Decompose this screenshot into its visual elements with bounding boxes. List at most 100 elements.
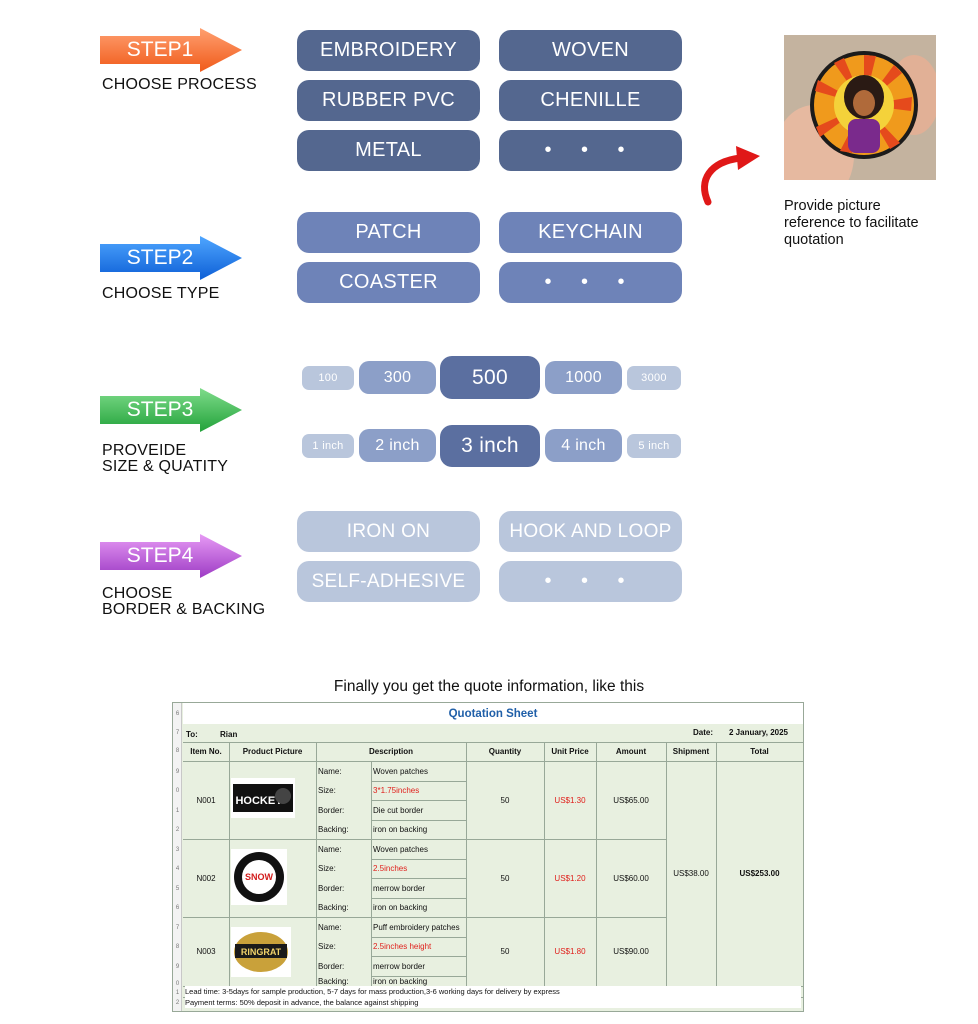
grid-line — [716, 742, 717, 986]
row-number: 0 — [175, 788, 180, 794]
type-option-keychain[interactable]: KEYCHAIN — [499, 212, 682, 253]
header-unit-price: Unit Price — [551, 747, 589, 756]
size-option-5-inch[interactable]: 5 inch — [627, 434, 681, 458]
row3-border-label: Border: — [318, 961, 345, 971]
row1-name-label: Name: — [318, 766, 342, 776]
sheet-title: Quotation Sheet — [448, 708, 538, 720]
grid-line — [371, 956, 466, 957]
header-item-no: Item No. — [190, 747, 222, 756]
row1-border-label: Border: — [318, 805, 345, 815]
process-option-embroidery[interactable]: EMBROIDERY — [297, 30, 480, 71]
step1-label: CHOOSE PROCESS — [102, 77, 257, 93]
quantity-option-3000[interactable]: 3000 — [627, 366, 681, 390]
quantity-option-1000[interactable]: 1000 — [545, 361, 622, 394]
process-option-metal[interactable]: METAL — [297, 130, 480, 171]
row3-item-no: N003 — [196, 947, 216, 956]
row1-border-value: Die cut border — [373, 805, 424, 815]
process-option-chenille[interactable]: CHENILLE — [499, 80, 682, 121]
quantity-option-300[interactable]: 300 — [359, 361, 436, 394]
step4-badge: STEP4 — [126, 544, 194, 567]
total-value: US$253.00 — [739, 869, 780, 878]
row2-quantity: 50 — [500, 873, 510, 883]
header-amount: Amount — [615, 747, 647, 756]
row3-amount: US$90.00 — [613, 947, 649, 956]
step4-label-line-1: CHOOSE — [102, 585, 173, 602]
row3-unit-price: US$1.80 — [554, 947, 586, 956]
type-option-coaster[interactable]: COASTER — [297, 262, 480, 303]
step3-label: PROVEIDE SIZE & QUATITY — [102, 443, 228, 475]
row3-patch-text: RINGRAT — [241, 947, 282, 957]
grid-line — [371, 781, 466, 782]
row3-backing-value: iron on backing — [373, 976, 428, 986]
row2-size-label: Size: — [318, 864, 336, 873]
row2-border-value: merrow border — [373, 883, 426, 893]
row1-patch-graphic: HOCKEY — [233, 784, 293, 812]
size-option-2-inch[interactable]: 2 inch — [359, 429, 436, 462]
quote-heading: Finally you get the quote information, l… — [333, 678, 645, 695]
step1-label-line: CHOOSE PROCESS — [102, 76, 257, 93]
grid-line — [371, 820, 466, 821]
process-option-more[interactable]: • • • — [499, 130, 682, 171]
date-label: Date: — [693, 727, 714, 737]
row2-patch-graphic: SNOW — [234, 852, 284, 902]
row3-name-label: Name: — [318, 922, 342, 932]
row1-size-label: Size: — [318, 786, 336, 795]
quantity-option-100[interactable]: 100 — [302, 366, 354, 390]
row3-quantity: 50 — [500, 947, 510, 956]
reference-caption-line-3: quotation — [784, 232, 844, 248]
row1-size-value: 3*1.75inches — [373, 786, 420, 795]
step4-arrow-shape — [100, 534, 242, 578]
grid-line — [371, 976, 466, 977]
row1-quantity: 50 — [500, 795, 510, 805]
shipment-value: US$38.00 — [673, 869, 709, 878]
grid-line — [544, 742, 545, 986]
row2-size-value: 2.5inches — [373, 864, 408, 873]
row-number: 5 — [175, 886, 180, 892]
grid-line — [371, 937, 466, 938]
type-option-more[interactable]: • • • — [499, 262, 682, 303]
row3-patch-image: RINGRAT — [231, 927, 291, 977]
row3-border-value: merrow border — [373, 961, 426, 971]
step2-badge: STEP2 — [126, 246, 194, 269]
row-number: 8 — [175, 748, 180, 754]
row-number: 6 — [175, 905, 180, 911]
row-number: 7 — [175, 925, 180, 931]
row-number: 9 — [175, 769, 180, 775]
size-option-4-inch[interactable]: 4 inch — [545, 429, 622, 462]
size-option-3-inch[interactable]: 3 inch — [440, 425, 540, 467]
row1-backing-value: iron on backing — [373, 825, 428, 834]
row1-patch-text: HOCKEY — [235, 795, 283, 807]
row2-item-no: N002 — [196, 873, 216, 883]
grid-line — [666, 742, 667, 986]
row1-item-no: N001 — [196, 795, 216, 805]
backing-option-iron-on[interactable]: IRON ON — [297, 511, 480, 552]
quantity-option-500[interactable]: 500 — [440, 356, 540, 399]
process-option-woven[interactable]: WOVEN — [499, 30, 682, 71]
grid-line — [183, 761, 803, 762]
reference-caption-line-2: reference to facilitate — [784, 215, 919, 231]
quotation-sheet: 6 7 8 9 0 1 2 3 4 5 6 7 8 9 0 1 2 Quotat… — [172, 702, 804, 1012]
step1-arrow-shape — [100, 28, 242, 72]
backing-option-hook-and-loop[interactable]: HOOK AND LOOP — [499, 511, 682, 552]
row3-size-value: 2.5inches height — [373, 942, 432, 951]
row3-size-label: Size: — [318, 942, 336, 951]
backing-option-more[interactable]: • • • — [499, 561, 682, 602]
grid-line — [466, 742, 467, 986]
row3-name-value: Puff embroidery patches — [373, 922, 460, 932]
step3-label-line-2: SIZE & QUATITY — [102, 458, 229, 475]
row2-amount: US$60.00 — [613, 873, 649, 883]
step2-arrow: STEP2 — [100, 236, 242, 280]
row-number: 0 — [175, 981, 180, 987]
size-option-1-inch[interactable]: 1 inch — [302, 434, 354, 458]
type-option-patch[interactable]: PATCH — [297, 212, 480, 253]
header-product-picture: Product Picture — [242, 747, 303, 756]
grid-line — [371, 898, 466, 899]
date-value: 2 January, 2025 — [729, 727, 789, 737]
payment-terms-note: Payment terms: 50% deposit in advance, t… — [185, 997, 801, 1008]
row-number: 3 — [175, 847, 180, 853]
process-option-rubber-pvc[interactable]: RUBBER PVC — [297, 80, 480, 121]
step4-label: CHOOSE BORDER & BACKING — [102, 586, 265, 618]
row1-name-value: Woven patches — [373, 766, 428, 776]
backing-option-self-adhesive[interactable]: SELF-ADHESIVE — [297, 561, 480, 602]
to-label: To: — [186, 729, 198, 739]
